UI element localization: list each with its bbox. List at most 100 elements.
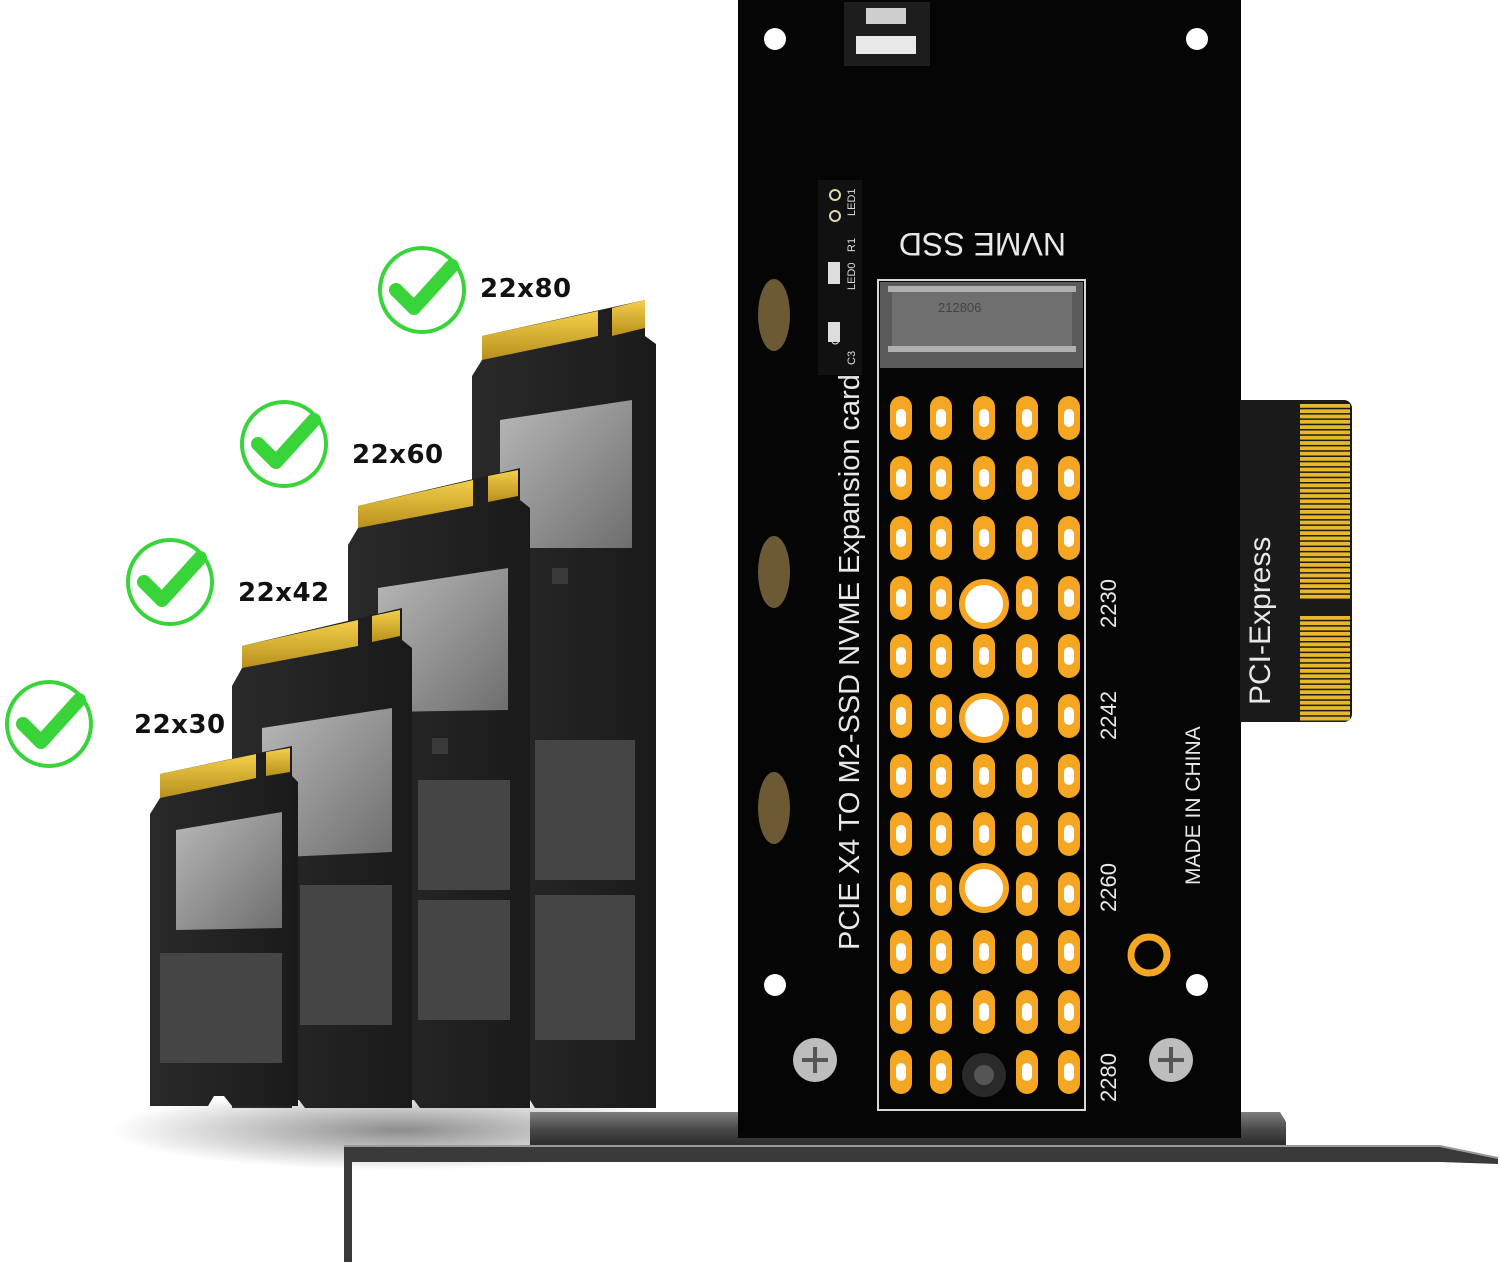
solder-pad-hole <box>1022 1063 1032 1081</box>
mounting-hole <box>1186 28 1208 50</box>
solder-pad-hole <box>1064 589 1074 607</box>
gold-finger-contact <box>1300 472 1350 477</box>
gold-finger-contact <box>1300 536 1350 541</box>
gold-finger-contact <box>1300 414 1350 419</box>
gold-finger-contact <box>1300 674 1350 679</box>
connector-code: 212806 <box>938 300 982 315</box>
gold-finger-contact <box>1300 695 1350 700</box>
mounting-hole <box>1186 974 1208 996</box>
solder-pad-hole <box>1022 1003 1032 1021</box>
gold-finger-contact <box>1300 616 1350 620</box>
gold-finger-contact <box>1300 690 1350 694</box>
gold-finger-contact <box>1300 467 1350 472</box>
gold-finger-contact <box>1300 716 1350 721</box>
solder-pad-hole <box>1064 943 1074 961</box>
size-label-22x60: 22x60 <box>352 440 444 470</box>
gold-finger-contact <box>1300 573 1350 578</box>
gold-finger-contact <box>1300 547 1350 551</box>
pcb-details <box>758 2 1208 1111</box>
solder-pad-hole <box>936 1003 946 1021</box>
solder-pad-hole <box>896 707 906 725</box>
gold-finger-contact <box>1300 626 1350 631</box>
solder-pad-hole <box>896 1063 906 1081</box>
solder-pad-hole <box>1022 469 1032 487</box>
silkscreen-c4: C4 <box>830 330 842 345</box>
gold-finger-contact <box>1300 525 1350 530</box>
checkmark-icon <box>126 538 214 626</box>
solder-pad-hole <box>1022 647 1032 665</box>
solder-pad-hole <box>936 707 946 725</box>
solder-pad-hole <box>1064 1003 1074 1021</box>
solder-pad-hole <box>1022 409 1032 427</box>
gold-finger-contact <box>1300 621 1350 626</box>
gold-finger-contact <box>1300 419 1350 424</box>
nvme-ssd-label: NVME SSD <box>898 226 1066 262</box>
gold-finger-contact <box>1300 510 1350 514</box>
solder-pad-hole <box>979 647 989 665</box>
solder-pad-hole <box>979 469 989 487</box>
solder-pad-hole <box>1064 1063 1074 1081</box>
solder-pad-hole <box>896 885 906 903</box>
screw-icon <box>793 1038 837 1082</box>
gold-finger-contact <box>1300 494 1350 498</box>
gold-finger-contact <box>1300 520 1350 525</box>
silkscreen-led0: LED0 <box>846 262 858 290</box>
solder-pad-hole <box>896 825 906 843</box>
made-in-label: MADE IN CHINA <box>1182 726 1205 885</box>
slot-mark-2230: 2230 <box>1096 579 1121 628</box>
gold-finger-contact <box>1300 409 1350 414</box>
solder-pad-hole <box>896 1003 906 1021</box>
gold-finger-contact <box>1300 584 1350 588</box>
gold-finger-contact <box>1300 589 1350 594</box>
gold-finger-contact <box>1300 552 1350 557</box>
gold-finger-contact <box>1300 404 1350 408</box>
gold-finger-contact <box>1300 515 1350 520</box>
solder-pad-hole <box>896 943 906 961</box>
solder-pad-hole <box>896 767 906 785</box>
solder-pad-hole <box>896 589 906 607</box>
slot-mark-2260: 2260 <box>1096 863 1121 912</box>
solder-pad-hole <box>936 1063 946 1081</box>
gold-finger-contact <box>1300 563 1350 567</box>
size-label-22x80: 22x80 <box>480 274 572 304</box>
ssd-22x30 <box>150 746 298 1106</box>
gold-finger-contact <box>1300 541 1350 546</box>
checkmark-icon <box>240 400 328 488</box>
solder-pad-hole <box>1064 767 1074 785</box>
solder-pad-hole <box>896 469 906 487</box>
mounting-hole <box>764 974 786 996</box>
solder-pad-hole <box>979 767 989 785</box>
gold-finger-contact <box>1300 462 1350 467</box>
solder-pad-hole <box>936 469 946 487</box>
card-title-label: PCIE X4 TO M2-SSD NVME Expansion card <box>834 374 866 950</box>
solder-pad-hole <box>1022 767 1032 785</box>
solder-pad-hole <box>1022 885 1032 903</box>
gold-finger-contact <box>1300 594 1350 599</box>
gold-finger-contact <box>1300 478 1350 482</box>
gold-finger-contact <box>1300 504 1350 509</box>
gold-finger-contact <box>1300 446 1350 451</box>
gold-finger-contact <box>1300 663 1350 668</box>
gold-finger-contact <box>1300 488 1350 493</box>
solder-pad-hole <box>1064 469 1074 487</box>
gold-finger-contact <box>1300 425 1350 429</box>
solder-pad-hole <box>1064 707 1074 725</box>
silkscreen-led1: LED1 <box>846 188 858 216</box>
interface-label: PCI-Express <box>1244 536 1277 705</box>
solder-pad-hole <box>1064 409 1074 427</box>
gold-finger-contact <box>1300 658 1350 663</box>
solder-pad-hole <box>896 409 906 427</box>
gold-finger-contact <box>1300 499 1350 504</box>
solder-pad-hole <box>1022 943 1032 961</box>
solder-pad-hole <box>896 647 906 665</box>
gold-finger-contact <box>1300 706 1350 710</box>
solder-pad-hole <box>936 825 946 843</box>
gold-finger-contact <box>1300 435 1350 440</box>
gold-finger-contact <box>1300 483 1350 488</box>
solder-pad-hole <box>1022 707 1032 725</box>
solder-pad-hole <box>979 1003 989 1021</box>
solder-pad-hole <box>936 943 946 961</box>
gold-finger-contact <box>1300 568 1350 573</box>
solder-pad-hole <box>1064 885 1074 903</box>
